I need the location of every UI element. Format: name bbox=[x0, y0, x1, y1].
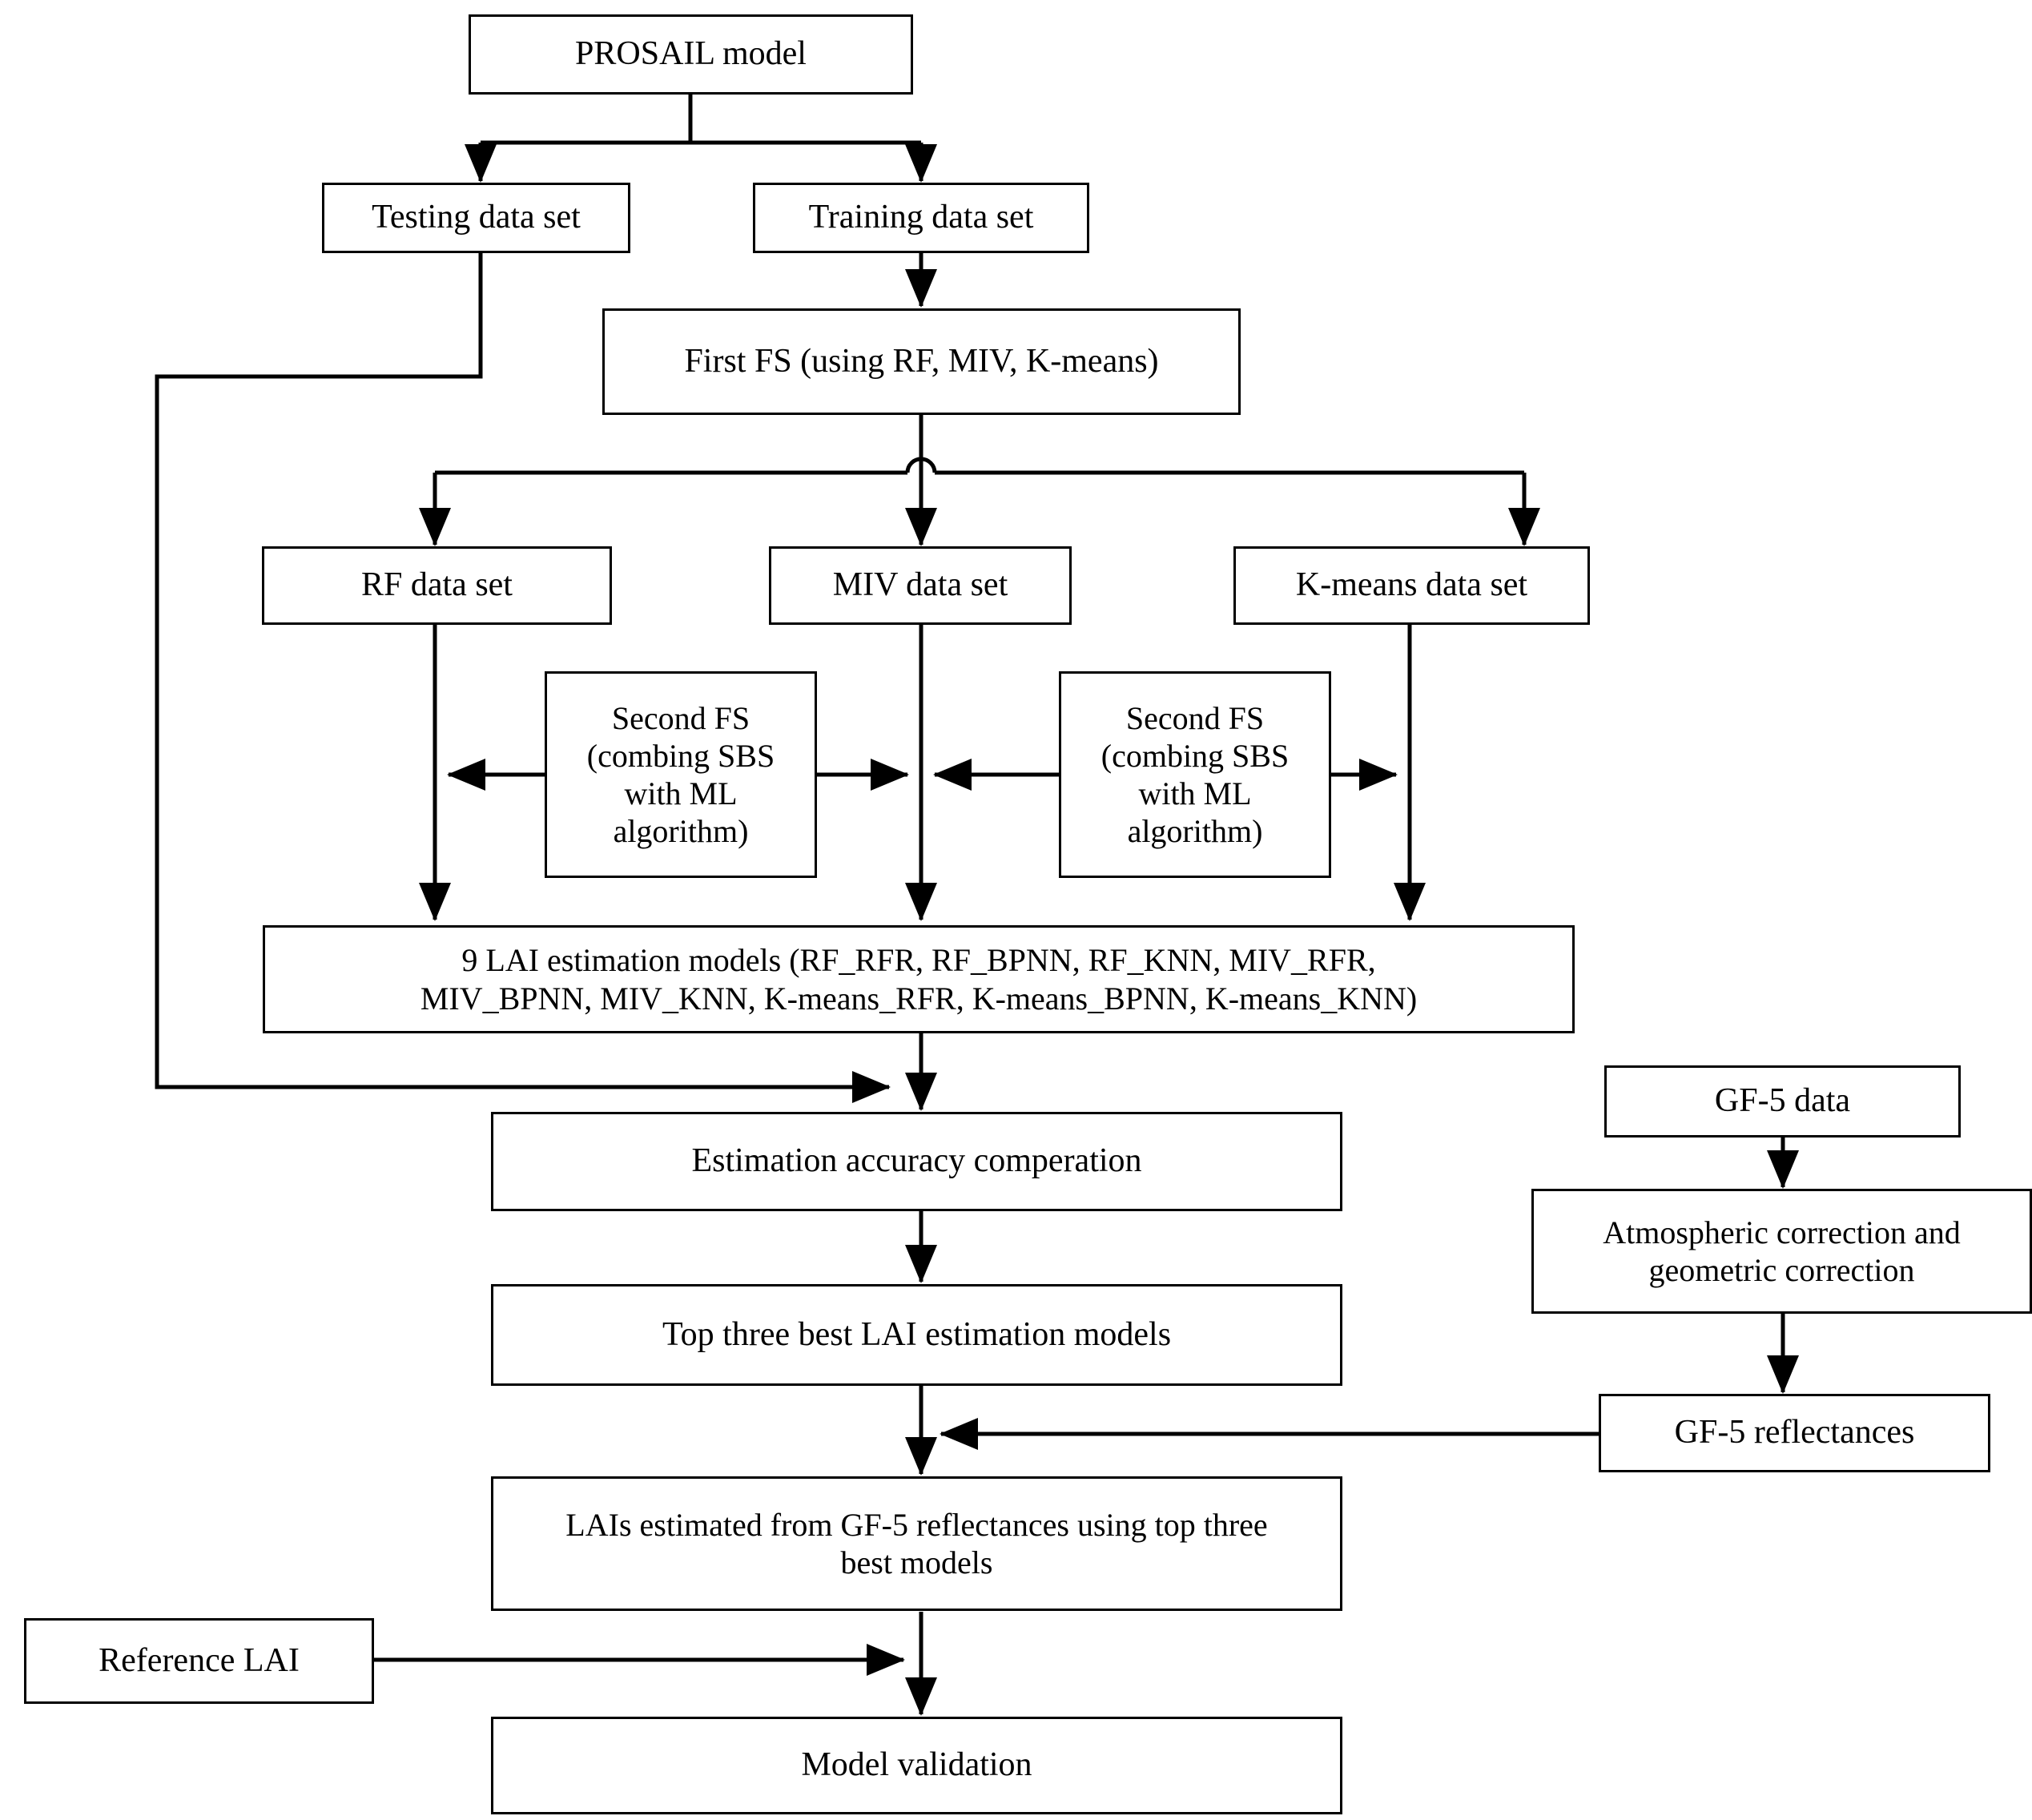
node-second-fs-right[interactable]: Second FS (combing SBS with ML algorithm… bbox=[1059, 671, 1331, 878]
node-gf5-reflectances[interactable]: GF-5 reflectances bbox=[1599, 1394, 1990, 1472]
node-second-fs-right-line2: (combing SBS bbox=[1100, 737, 1290, 774]
node-model-validation[interactable]: Model validation bbox=[491, 1717, 1342, 1814]
node-nine-lai-models[interactable]: 9 LAI estimation models (RF_RFR, RF_BPNN… bbox=[263, 925, 1575, 1033]
node-reference-lai[interactable]: Reference LAI bbox=[24, 1618, 374, 1704]
node-gf5-data[interactable]: GF-5 data bbox=[1604, 1065, 1961, 1138]
node-lais-estimated[interactable]: LAIs estimated from GF-5 reflectances us… bbox=[491, 1476, 1342, 1611]
node-second-fs-left[interactable]: Second FS (combing SBS with ML algorithm… bbox=[545, 671, 817, 878]
node-gf5-data-label: GF-5 data bbox=[1714, 1082, 1851, 1120]
node-estimation-accuracy[interactable]: Estimation accuracy comperation bbox=[491, 1112, 1342, 1211]
node-testing-data-set-label: Testing data set bbox=[372, 199, 581, 236]
node-miv-data-set[interactable]: MIV data set bbox=[769, 546, 1072, 625]
node-gf5-reflectances-label: GF-5 reflectances bbox=[1674, 1414, 1915, 1452]
node-first-fs-label: First FS (using RF, MIV, K-means) bbox=[684, 342, 1159, 380]
node-prosail-model[interactable]: PROSAIL model bbox=[469, 14, 913, 95]
node-nine-lai-models-line2: MIV_BPNN, MIV_KNN, K-means_RFR, K-means_… bbox=[420, 980, 1418, 1017]
node-second-fs-right-line4: algorithm) bbox=[1127, 813, 1263, 850]
node-estimation-accuracy-label: Estimation accuracy comperation bbox=[691, 1142, 1142, 1180]
node-corrections[interactable]: Atmospheric correction and geometric cor… bbox=[1531, 1189, 2032, 1314]
node-first-fs[interactable]: First FS (using RF, MIV, K-means) bbox=[602, 308, 1241, 415]
node-training-data-set[interactable]: Training data set bbox=[753, 183, 1089, 253]
node-second-fs-left-line1: Second FS bbox=[611, 699, 750, 736]
edge-bus-hop-arc bbox=[905, 457, 937, 473]
node-kmeans-data-set[interactable]: K-means data set bbox=[1233, 546, 1590, 625]
node-kmeans-data-set-label: K-means data set bbox=[1295, 566, 1528, 604]
node-rf-data-set[interactable]: RF data set bbox=[262, 546, 612, 625]
node-rf-data-set-label: RF data set bbox=[361, 566, 513, 604]
node-top-three-models[interactable]: Top three best LAI estimation models bbox=[491, 1284, 1342, 1386]
node-lais-estimated-line1: LAIs estimated from GF-5 reflectances us… bbox=[565, 1506, 1268, 1543]
node-lais-estimated-line2: best models bbox=[840, 1544, 993, 1580]
node-prosail-model-label: PROSAIL model bbox=[575, 35, 807, 73]
node-miv-data-set-label: MIV data set bbox=[832, 566, 1008, 604]
node-second-fs-left-line2: (combing SBS bbox=[586, 737, 775, 774]
node-nine-lai-models-line1: 9 LAI estimation models (RF_RFR, RF_BPNN… bbox=[461, 942, 1376, 979]
node-second-fs-left-line4: algorithm) bbox=[613, 813, 749, 850]
node-reference-lai-label: Reference LAI bbox=[99, 1641, 300, 1679]
node-testing-data-set[interactable]: Testing data set bbox=[322, 183, 630, 253]
node-second-fs-right-line1: Second FS bbox=[1125, 699, 1265, 736]
node-second-fs-right-line3: with ML bbox=[1138, 775, 1252, 811]
edge-testing-feedback bbox=[155, 252, 891, 1103]
node-second-fs-left-line3: with ML bbox=[624, 775, 738, 811]
node-model-validation-label: Model validation bbox=[801, 1746, 1032, 1784]
node-training-data-set-label: Training data set bbox=[808, 199, 1034, 236]
node-top-three-models-label: Top three best LAI estimation models bbox=[662, 1315, 1172, 1353]
node-corrections-line2: geometric correction bbox=[1648, 1252, 1915, 1288]
node-corrections-line1: Atmospheric correction and bbox=[1603, 1214, 1961, 1250]
